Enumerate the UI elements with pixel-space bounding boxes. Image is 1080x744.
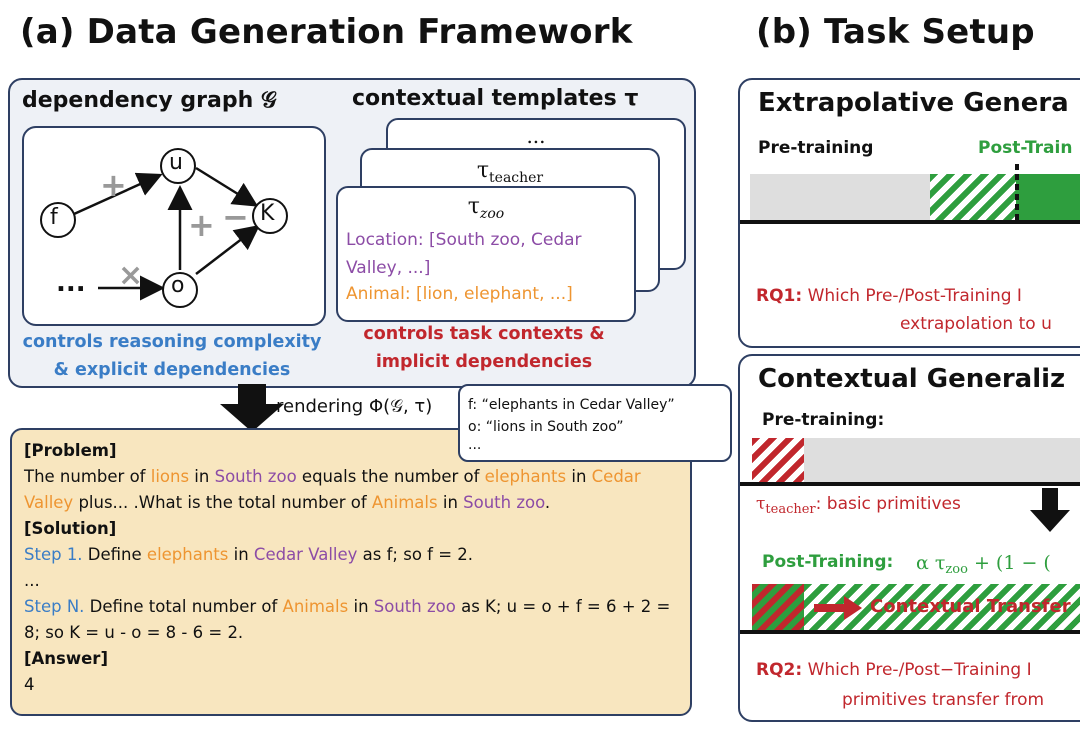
templates-caption: controls task contexts & implicit depend…	[336, 320, 632, 376]
node-f-label: f	[50, 205, 58, 230]
answer-heading: [Answer]	[24, 649, 108, 668]
dependency-graph-box: f u K o ... + + − ×	[22, 126, 326, 326]
ctx-down-arrow	[1030, 488, 1070, 532]
templates-caption-line-2: implicit dependencies	[375, 352, 593, 372]
card-zoo-title: τzoo	[467, 194, 505, 222]
ctx-pretrain-bar	[804, 438, 1080, 482]
edge-u-k	[195, 166, 259, 207]
solution-dots: ...	[24, 571, 40, 590]
extrap-pretraining-label: Pre-training	[758, 138, 874, 158]
node-o	[162, 272, 198, 308]
extrap-posttrain-bar	[1016, 174, 1080, 220]
ctx-transfer-arrow	[814, 596, 862, 620]
solution-step-1: Step 1. Define elephants in Cedar Valley…	[24, 545, 474, 564]
edge-f-u	[73, 172, 163, 216]
ctx-teacher-bar	[752, 438, 804, 482]
solution-heading: [Solution]	[24, 519, 117, 538]
extrap-axis	[740, 220, 1080, 224]
node-f	[40, 202, 76, 238]
rq1-line-1: RQ1: Which Pre-/Post-Training I	[756, 286, 1022, 306]
card-zoo-location: Location: [South zoo, Cedar Valley, ...]	[346, 230, 582, 278]
ctx-mixed-bar	[752, 584, 804, 630]
answer-value: 4	[24, 675, 35, 694]
ctx-axis-2	[740, 630, 1080, 634]
rendering-arrow	[220, 384, 284, 432]
tooltip-f: f: “elephants in Cedar Valley”	[468, 397, 675, 413]
extrapolative-title: Extrapolative Genera	[758, 88, 1069, 118]
tooltip-more: ...	[468, 437, 482, 453]
node-k	[252, 198, 288, 234]
node-o-label: o	[171, 273, 185, 298]
rq2-line-2: primitives transfer from	[842, 690, 1045, 710]
ctx-axis-1	[740, 482, 1080, 486]
contextual-panel	[738, 354, 1080, 722]
left-title: (a) Data Generation Framework	[20, 12, 633, 52]
node-u	[160, 148, 196, 184]
rq2-line-1: RQ2: Which Pre-/Post−Training I	[756, 660, 1032, 680]
ctx-pretraining-label: Pre-training:	[762, 410, 885, 430]
edge-o-k	[195, 224, 260, 275]
graph-caption-line-2: & explicit dependencies	[53, 360, 291, 380]
ctx-posttraining-label: Post-Training:	[762, 552, 894, 572]
plus-op-1: +	[100, 166, 127, 204]
plus-op-2: +	[188, 206, 215, 244]
graph-caption: controls reasoning complexity & explicit…	[14, 328, 330, 384]
templates-label: contextual templates τ	[352, 86, 639, 111]
card-zoo: τzoo Location: [South zoo, Cedar Valley,…	[336, 186, 636, 322]
problem-box: [Problem] The number of lions in South z…	[10, 428, 692, 716]
minus-op: −	[222, 198, 249, 236]
dependency-graph	[40, 148, 288, 308]
ctx-teacher-desc: τteacher: basic primitives	[756, 494, 961, 517]
card-teacher-title: τteacher	[476, 158, 544, 186]
ctx-transfer-label: Contextual Transfer	[870, 596, 1071, 617]
right-title: (b) Task Setup	[756, 12, 1035, 52]
card-back-title: ...	[526, 124, 546, 148]
solution-step-n: Step N. Define total number of Animals i…	[24, 597, 671, 642]
rq1-line-2: extrapolation to u	[900, 314, 1052, 334]
node-dots-label: ...	[56, 268, 86, 298]
extrap-pretrain-bar	[750, 174, 930, 220]
extrap-divider	[1015, 164, 1019, 220]
extrap-mixed-bar	[930, 174, 1016, 220]
contextual-title: Contextual Generaliz	[758, 364, 1066, 394]
rendering-label: rendering Φ(𝒢, τ)	[276, 396, 433, 417]
tooltip-o: o: “lions in South zoo”	[468, 419, 624, 435]
ctx-post-formula: α τzoo + (1 − (	[916, 552, 1051, 577]
extrap-posttraining-label: Post-Train	[978, 138, 1073, 158]
problem-text: The number of lions in South zoo equals …	[24, 467, 641, 512]
cross-op: ×	[118, 258, 144, 293]
graph-label: dependency graph 𝒢	[22, 88, 277, 113]
templates-caption-line-1: controls task contexts &	[363, 324, 605, 344]
node-u-label: u	[169, 150, 183, 175]
card-zoo-animal: Animal: [lion, elephant, ...]	[346, 284, 573, 304]
graph-caption-line-1: controls reasoning complexity	[22, 332, 322, 352]
problem-heading: [Problem]	[24, 441, 117, 460]
node-k-label: K	[260, 201, 275, 226]
rendering-tooltip: f: “elephants in Cedar Valley” o: “lions…	[458, 384, 732, 462]
